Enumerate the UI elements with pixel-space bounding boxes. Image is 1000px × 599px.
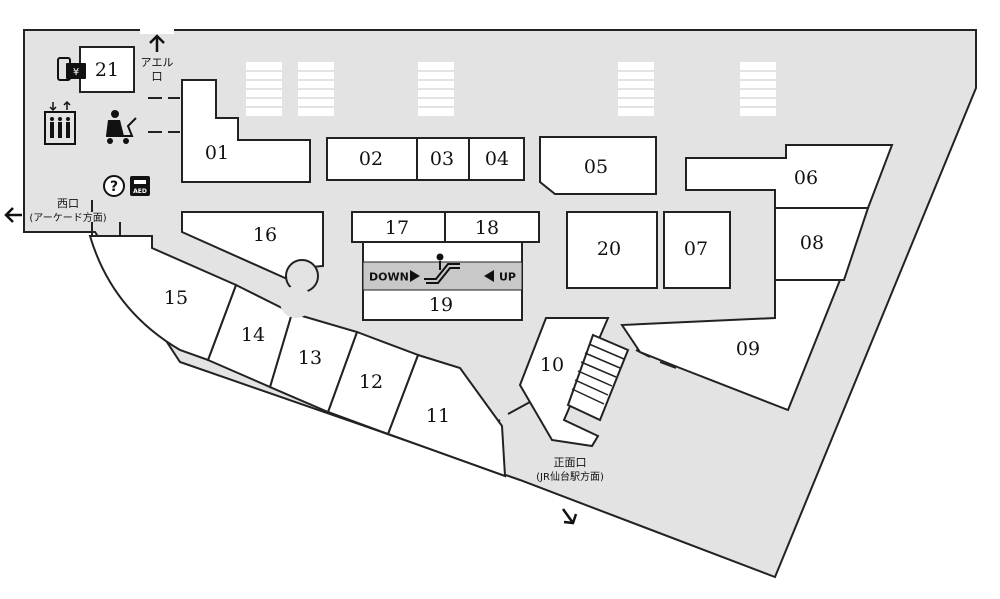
unit-08-number: 08 (800, 232, 824, 254)
unit-15-number: 15 (164, 287, 188, 309)
unit-01[interactable] (181, 79, 311, 183)
unit-18-number: 18 (475, 217, 499, 239)
unit-02[interactable] (326, 137, 418, 181)
unit-08[interactable] (774, 207, 870, 281)
unit-16-number: 16 (253, 224, 277, 246)
aeru-exit-label-line1: アエル (141, 56, 174, 69)
atm-icon: ¥ (57, 57, 86, 81)
unit-04-number: 04 (485, 148, 509, 170)
escalator-up-label: UP (499, 271, 516, 284)
unit-10[interactable] (518, 317, 610, 448)
unit-18[interactable] (444, 211, 540, 243)
aeru-entrance-gap (140, 28, 174, 34)
down-arrow-icon (410, 270, 420, 282)
escalator-icon (424, 253, 460, 284)
unit-07[interactable] (663, 211, 731, 289)
elevator-icon (44, 100, 76, 145)
unit-14-number: 14 (241, 324, 265, 346)
unit-06-number: 06 (794, 167, 818, 189)
unit-20-number: 20 (597, 238, 621, 260)
front-exit-label-line1: 正面口 (554, 456, 587, 469)
unit-21[interactable] (79, 46, 135, 93)
aeru-exit-label-line2: 口 (152, 70, 163, 83)
unit-05[interactable] (539, 136, 657, 195)
unit-02-number: 02 (359, 148, 383, 170)
information-symbol: ? (110, 179, 118, 195)
staircase (566, 333, 630, 422)
unit-17-number: 17 (385, 217, 409, 239)
aed-icon: AED (130, 176, 150, 196)
front-exit-label-line2: (JR仙台駅方面) (536, 470, 604, 483)
unit-09-number: 09 (736, 338, 760, 360)
unit-10-number: 10 (540, 354, 564, 376)
unit-21-number: 21 (95, 59, 119, 81)
unit-11-number: 11 (426, 405, 450, 427)
front-exit-arrow-icon (561, 508, 578, 525)
unit-05-number: 05 (584, 156, 608, 178)
information-icon: ? (103, 175, 125, 197)
unit-15[interactable] (88, 235, 238, 362)
unit-01-number: 01 (205, 142, 229, 164)
unit-04[interactable] (468, 137, 525, 181)
corridor-node-lower (280, 286, 312, 318)
unit-13-number: 13 (298, 347, 322, 369)
aeru-exit-arrow-icon (149, 34, 165, 52)
shopping-cart-icon (106, 110, 137, 144)
up-arrow-icon (484, 270, 494, 282)
unit-19-number: 19 (429, 294, 453, 316)
west-exit-label-line1: 西口 (57, 197, 79, 210)
unit-12-number: 12 (359, 371, 383, 393)
unit-07-number: 07 (684, 238, 708, 260)
west-exit-arrow-icon (4, 207, 22, 223)
unit-09[interactable] (620, 279, 842, 412)
west-exit-label-line2: (アーケード方面) (29, 211, 106, 224)
unit-20[interactable] (566, 211, 658, 289)
unit-03-number: 03 (430, 148, 454, 170)
aed-label: AED (133, 188, 147, 195)
atm-yen-symbol: ¥ (73, 67, 79, 78)
escalator-down-label: DOWN (369, 271, 409, 284)
